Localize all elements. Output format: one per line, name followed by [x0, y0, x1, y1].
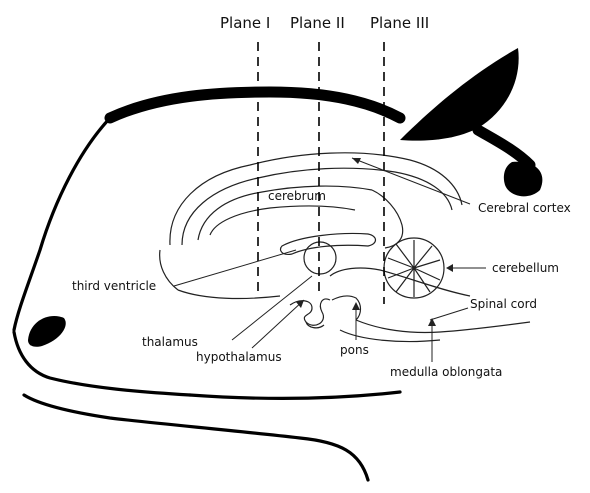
thalamus-pointer [232, 276, 312, 340]
spinal-cord-pointer [430, 308, 468, 320]
cerebrum-label: cerebrum [268, 189, 326, 203]
pons-arrowhead [352, 302, 360, 310]
plane-2-label: Plane II [290, 14, 345, 32]
cerebral-cortex-label: Cerebral cortex [478, 201, 571, 215]
cerebellum-shape [384, 238, 444, 298]
third-ventricle-pointer [174, 250, 296, 286]
medulla-arrowhead [428, 318, 436, 326]
pons-label: pons [340, 343, 369, 357]
cerebral-cortex-pointer [352, 158, 470, 204]
cerebellum-label: cerebellum [492, 261, 559, 275]
ear-shape [400, 48, 542, 196]
hypothalamus-pointer [252, 300, 304, 348]
third-ventricle-label: third ventricle [72, 279, 156, 293]
cerebellum-arrowhead [446, 264, 453, 272]
hypothalamus-shape [290, 299, 330, 325]
medulla-oblongata-label: medulla oblongata [390, 365, 502, 379]
plane-3-label: Plane III [370, 14, 429, 32]
spinal-cord-label: Spinal cord [470, 297, 537, 311]
nose-shape [28, 316, 66, 347]
hypothalamus-label: hypothalamus [196, 350, 282, 364]
thalamus-label: thalamus [142, 335, 198, 349]
plane-1-label: Plane I [220, 14, 270, 32]
